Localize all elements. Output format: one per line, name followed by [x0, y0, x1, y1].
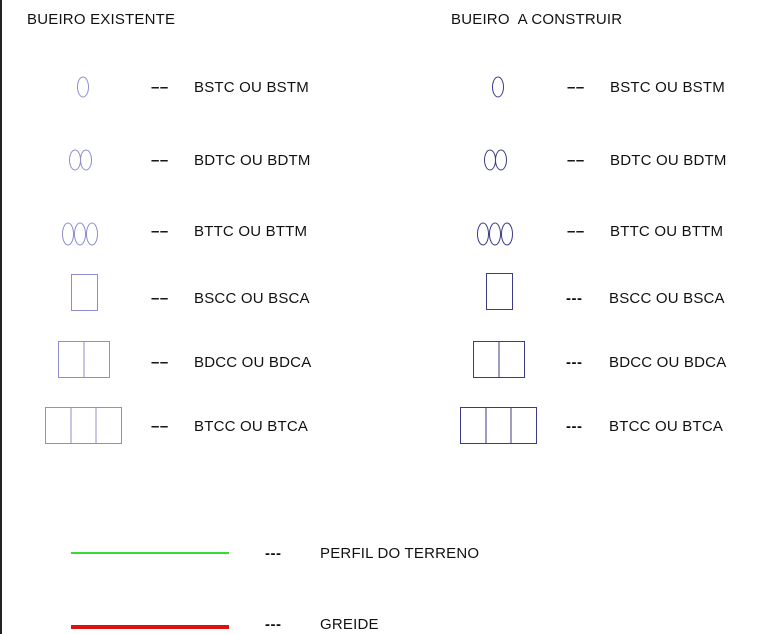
double-cell-symbol-existing: [58, 341, 110, 378]
legend-label-bttc-existing: BTTC OU BTTM: [194, 223, 308, 240]
double-tube-symbol-existing: [69, 149, 92, 171]
legend-label-btcc-existing: BTCC OU BTCA: [194, 418, 309, 435]
left-border: [0, 0, 2, 634]
terrain-profile-line: [71, 552, 229, 554]
heading-existing: BUEIRO EXISTENTE: [27, 11, 176, 28]
single-cell-symbol-existing: [71, 274, 98, 311]
dash-separator: ---: [265, 545, 282, 562]
double-cell-symbol-to-build: [473, 341, 525, 378]
grade-line: [71, 625, 229, 629]
triple-cell-symbol-to-build: [460, 407, 537, 444]
triple-cell-symbol-existing: [45, 407, 122, 444]
dash-separator: ---: [566, 418, 583, 435]
heading-to-build: BUEIRO A CONSTRUIR: [451, 11, 623, 28]
dash-separator: ---: [265, 616, 282, 633]
legend-label-grade: GREIDE: [320, 616, 379, 633]
legend-label-bstc-existing: BSTC OU BSTM: [194, 79, 309, 96]
legend-label-bscc-to-build: BSCC OU BSCA: [609, 290, 725, 307]
double-tube-symbol-to-build: [484, 149, 507, 171]
dash-separator: ––: [151, 152, 169, 169]
legend-label-bttc-to-build: BTTC OU BTTM: [610, 223, 724, 240]
legend-label-bdcc-existing: BDCC OU BDCA: [194, 354, 312, 371]
dash-separator: ––: [151, 223, 169, 240]
triple-tube-symbol-existing: [62, 222, 98, 246]
dash-separator: ––: [567, 152, 585, 169]
dash-separator: ––: [151, 418, 169, 435]
single-tube-symbol-existing: [77, 76, 89, 98]
legend-label-bdtc-existing: BDTC OU BDTM: [194, 152, 311, 169]
legend-label-bstc-to-build: BSTC OU BSTM: [610, 79, 725, 96]
legend-label-btcc-to-build: BTCC OU BTCA: [609, 418, 724, 435]
dash-separator: ---: [566, 354, 583, 371]
single-cell-symbol-to-build: [486, 273, 513, 310]
legend-label-bdcc-to-build: BDCC OU BDCA: [609, 354, 727, 371]
triple-tube-symbol-to-build: [477, 222, 513, 246]
legend-label-terrain-profile: PERFIL DO TERRENO: [320, 545, 480, 562]
dash-separator: ––: [567, 79, 585, 96]
dash-separator: ––: [151, 79, 169, 96]
dash-separator: ––: [151, 290, 169, 307]
dash-separator: ––: [151, 354, 169, 371]
legend-label-bscc-existing: BSCC OU BSCA: [194, 290, 310, 307]
dash-separator: ––: [567, 223, 585, 240]
dash-separator: ---: [566, 290, 583, 307]
single-tube-symbol-to-build: [492, 76, 504, 98]
legend-label-bdtc-to-build: BDTC OU BDTM: [610, 152, 727, 169]
